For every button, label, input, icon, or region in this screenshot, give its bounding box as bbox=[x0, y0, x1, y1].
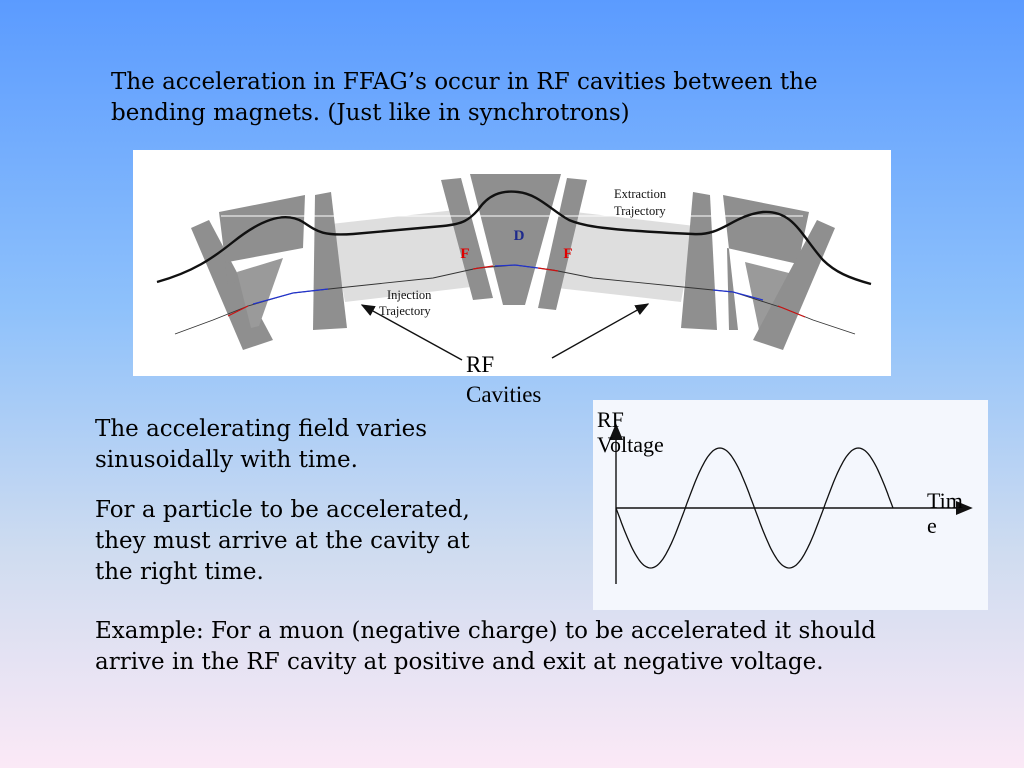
sine-wave bbox=[615, 447, 894, 569]
intro-line-1: The acceleration in FFAG’s occur in RF c… bbox=[111, 69, 818, 95]
rf-cavity-right bbox=[557, 212, 695, 302]
sine-text-line-1: The accelerating field varies bbox=[95, 416, 428, 442]
ffag-diagram: D F F Extraction Trajectory Injection Tr… bbox=[133, 150, 891, 376]
magnet-right-mid bbox=[723, 195, 809, 330]
x-axis-label-line-2: e bbox=[927, 513, 937, 538]
y-axis-label: RF Voltage bbox=[597, 407, 664, 457]
magnet-right-inner bbox=[681, 192, 717, 330]
injection-segment-blue-mid bbox=[494, 264, 539, 269]
magnet-left-inner bbox=[313, 192, 347, 330]
particle-text-line-2: they must arrive at the cavity at bbox=[95, 528, 470, 554]
particle-text-line-3: the right time. bbox=[95, 559, 264, 585]
y-axis-label-line-1: RF bbox=[597, 407, 624, 432]
rf-label-line-1: RF bbox=[466, 352, 495, 377]
injection-segment-red-left bbox=[227, 305, 249, 317]
injection-segment-blue-left bbox=[252, 288, 329, 305]
magnet-right-outer bbox=[753, 220, 835, 350]
magnet-d-center bbox=[470, 174, 561, 305]
injection-segment-blue-right bbox=[712, 289, 764, 301]
extraction-trajectory bbox=[156, 190, 872, 286]
particle-text-line-1: For a particle to be accelerated, bbox=[95, 497, 470, 523]
magnet-f-label-left: F bbox=[460, 246, 469, 262]
x-axis-label: Tim e bbox=[927, 488, 963, 538]
rf-voltage-graph-svg bbox=[609, 423, 973, 584]
injection-label-line-1: Injection bbox=[387, 288, 432, 302]
rf-arrow-left bbox=[360, 304, 463, 361]
extraction-label-line-2: Trajectory bbox=[614, 204, 666, 218]
rf-arrow-right bbox=[551, 303, 650, 359]
magnet-d-label: D bbox=[514, 228, 525, 244]
injection-segment-red-right bbox=[777, 305, 806, 318]
rf-label-line-2: Cavities bbox=[466, 382, 542, 407]
y-axis-label-line-2: Voltage bbox=[597, 432, 664, 457]
magnet-f-right bbox=[538, 178, 587, 310]
rf-voltage-graph: RF Voltage Tim e bbox=[593, 400, 988, 610]
magnet-f-left bbox=[441, 178, 493, 300]
injection-segment-red-mid-left bbox=[472, 265, 494, 270]
extraction-label-line-1: Extraction bbox=[614, 187, 667, 201]
example-text-line-1: Example: For a muon (negative charge) to… bbox=[95, 618, 876, 644]
ffag-diagram-svg: D F F Extraction Trajectory Injection Tr… bbox=[156, 174, 872, 350]
x-axis-label-line-1: Tim bbox=[927, 488, 963, 513]
injection-label-line-2: Trajectory bbox=[379, 304, 431, 318]
sine-text-line-2: sinusoidally with time. bbox=[95, 447, 358, 473]
injection-segment-red-mid-right bbox=[537, 267, 559, 272]
example-text-line-2: arrive in the RF cavity at positive and … bbox=[95, 649, 824, 675]
magnet-f-label-right: F bbox=[563, 246, 572, 262]
rf-cavities-label: RF Cavities bbox=[466, 350, 541, 410]
intro-line-2: bending magnets. (Just like in synchrotr… bbox=[111, 100, 630, 126]
magnet-left-wedge bbox=[237, 258, 283, 328]
